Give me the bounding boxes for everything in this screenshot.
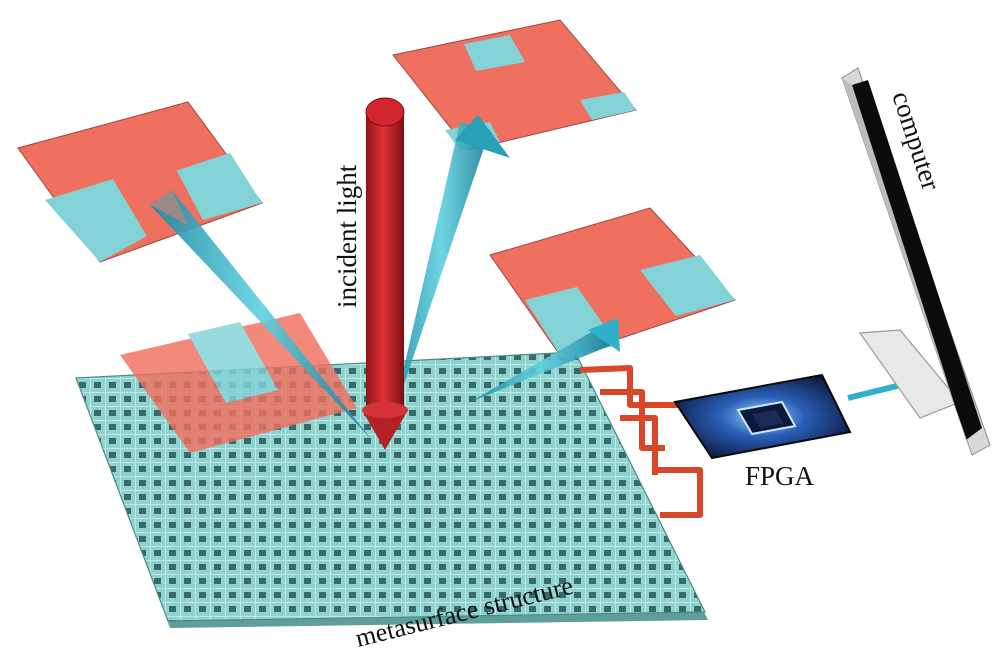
control-wires xyxy=(579,365,703,518)
computer-monitor-icon xyxy=(841,67,991,456)
pattern-panel-right xyxy=(489,207,736,359)
reflected-beam-right xyxy=(470,318,620,402)
fpga-label: FPGA xyxy=(745,461,815,491)
incident-light-label: incident light xyxy=(332,164,362,308)
fpga-computer-cable xyxy=(847,381,906,401)
pattern-panel-left xyxy=(17,101,263,263)
reflected-beam-left xyxy=(150,190,372,440)
incident-light-beam xyxy=(362,97,408,450)
fpga-chip-icon xyxy=(673,373,852,460)
pattern-panel-center xyxy=(392,19,637,151)
reflected-beam-center xyxy=(392,115,510,420)
